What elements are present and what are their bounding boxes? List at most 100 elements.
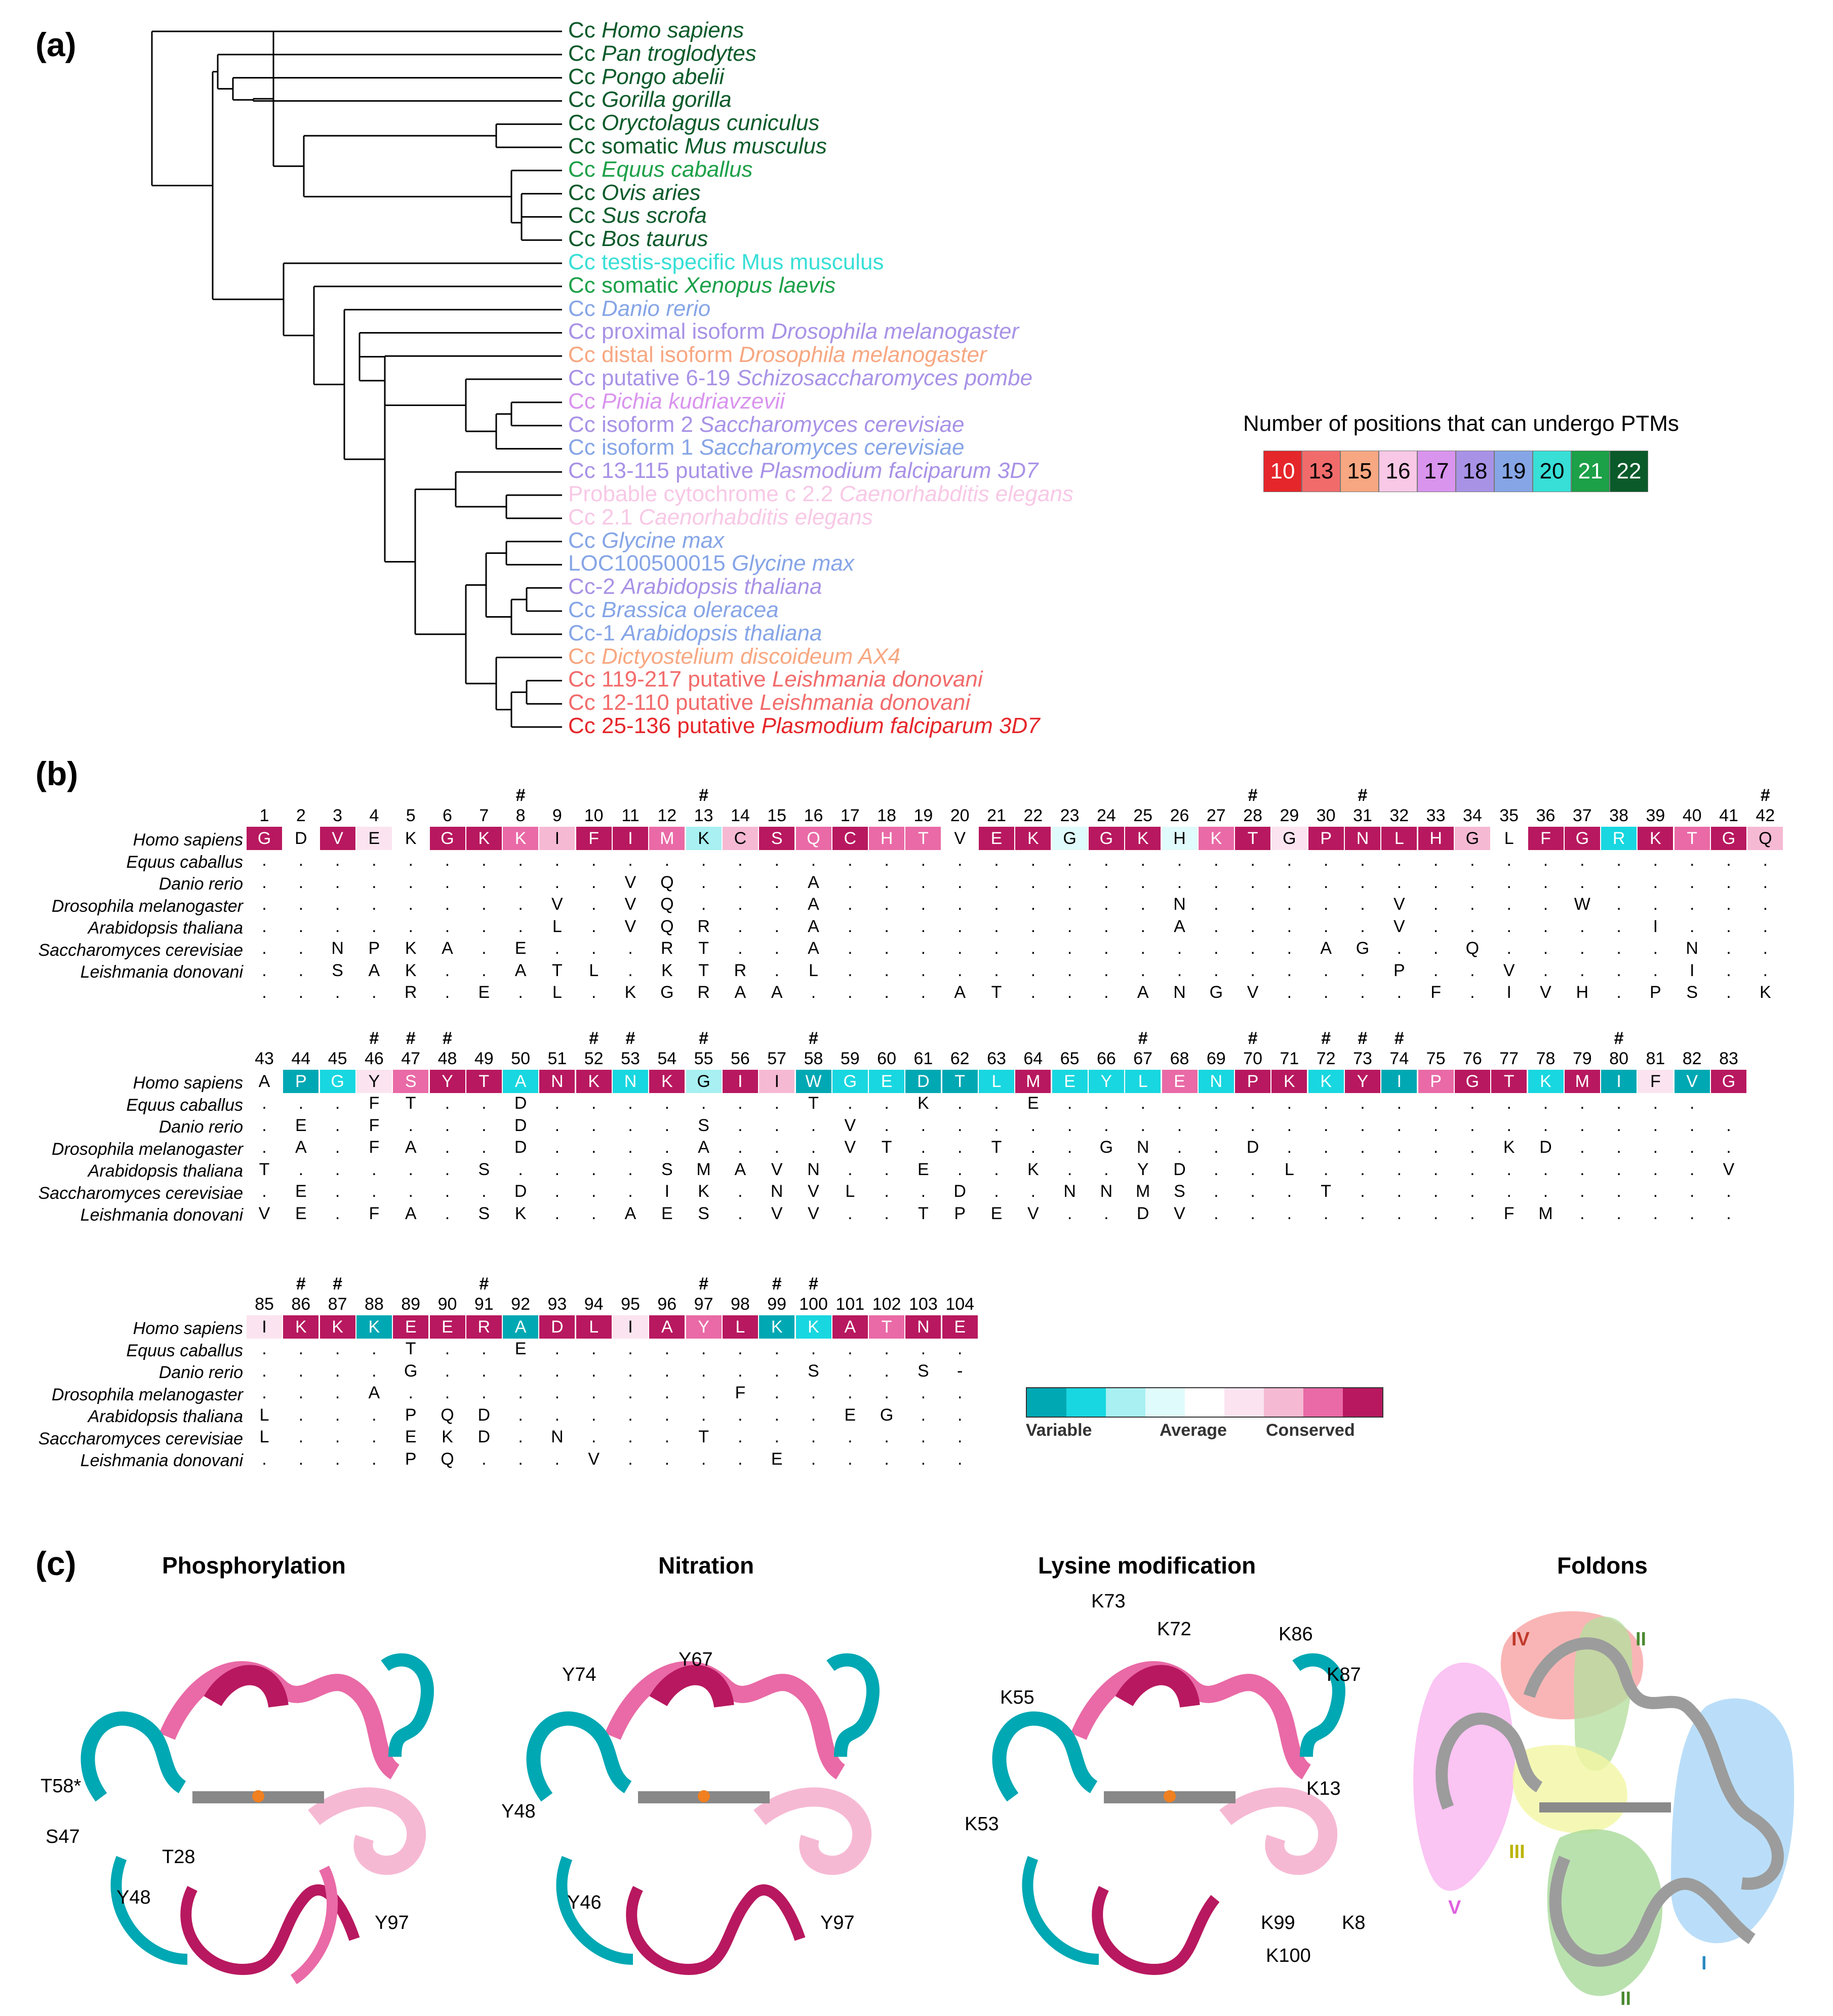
taxon-label: Cc Oryctolagus cuniculus — [568, 110, 820, 136]
variant-residue: . — [1067, 1203, 1072, 1223]
variant-residue: . — [1030, 1182, 1036, 1201]
variant-residue: . — [774, 916, 779, 936]
ptm-scale-cell: 17 — [1417, 451, 1456, 492]
residue-cell: R — [1601, 827, 1637, 850]
position-number: 100 — [799, 1295, 828, 1314]
variant-residue: . — [1397, 1159, 1402, 1179]
residue-cell: L — [1491, 827, 1527, 850]
variant-residue: . — [1030, 916, 1036, 936]
position-number: 91 — [474, 1295, 494, 1314]
variant-residue: . — [482, 1115, 487, 1135]
variant-residue: . — [1580, 1115, 1585, 1135]
position-number: 10 — [584, 806, 604, 825]
variant-residue: A — [514, 960, 527, 980]
position-number: 76 — [1462, 1049, 1482, 1068]
position-number: 83 — [1719, 1049, 1738, 1068]
position-number: 36 — [1536, 806, 1556, 825]
variant-residue: P — [954, 1203, 966, 1223]
variant-residue: Q — [441, 1405, 454, 1425]
variant-residue: . — [957, 1159, 963, 1179]
residue-cell: V — [1674, 1070, 1710, 1093]
variant-residue: . — [1030, 960, 1036, 980]
position-number: 85 — [255, 1295, 274, 1314]
variant-residue: . — [262, 1182, 267, 1201]
taxon-label: Cc putative 6-19 Schizosaccharomyces pom… — [568, 366, 1033, 390]
taxon-label: Cc distal isoform Drosophila melanogaste… — [568, 342, 987, 368]
residue-cell: C — [832, 827, 868, 850]
variant-residue: . — [738, 1182, 743, 1201]
variant-residue: . — [1543, 939, 1548, 958]
variant-residue: . — [848, 939, 853, 958]
variant-residue: . — [1104, 1094, 1109, 1113]
variant-residue: . — [262, 1115, 267, 1135]
alignment-species: Homo sapiens — [133, 1319, 243, 1338]
variant-residue: . — [884, 1094, 889, 1113]
variant-residue: . — [1214, 872, 1219, 892]
variant-residue: . — [1360, 872, 1365, 892]
position-number: 52 — [584, 1049, 604, 1068]
position-number: 96 — [657, 1295, 677, 1314]
variant-residue: . — [1689, 916, 1695, 936]
gradient-swatch — [1066, 1388, 1106, 1417]
variant-residue: . — [664, 1405, 670, 1425]
residue-cell: Q — [795, 827, 831, 850]
protein-ribbon-lys — [992, 1653, 1345, 1975]
position-number: 20 — [950, 806, 970, 825]
variant-residue: . — [1506, 872, 1511, 892]
variant-residue: . — [335, 1361, 340, 1381]
alignment-species: Danio rerio — [158, 1363, 243, 1382]
variant-residue: . — [628, 960, 633, 980]
variant-residue: . — [1323, 895, 1329, 914]
variant-residue: . — [701, 1449, 706, 1469]
panel-label-a: (a) — [35, 26, 76, 63]
variant-residue: . — [921, 851, 926, 870]
structure-lysine: K73 K72 K86 K87 K55 K53 K13 K99 K8 K100 — [965, 1591, 1365, 1975]
position-number: 46 — [364, 1049, 384, 1068]
variant-residue: . — [482, 872, 487, 892]
taxon-label: Cc Pichia kudriavzevii — [568, 388, 785, 414]
variant-residue: S — [478, 1203, 490, 1223]
variant-residue: . — [591, 1339, 596, 1358]
structure-foldons: IV II V III II I — [1413, 1611, 1795, 2009]
residue-cell: T — [1235, 827, 1271, 850]
variant-residue: . — [848, 895, 853, 914]
position-number: 73 — [1353, 1049, 1372, 1068]
position-number: 68 — [1170, 1049, 1189, 1068]
variant-residue: E — [295, 1203, 307, 1223]
position-number: 2 — [296, 806, 306, 825]
variant-residue: . — [445, 1361, 450, 1381]
position-number: 63 — [987, 1049, 1006, 1068]
variant-residue: N — [1173, 983, 1186, 1002]
alignment-species: Drosophila melanogaster — [52, 1385, 243, 1404]
variant-residue: . — [262, 895, 267, 914]
variant-residue: D — [1539, 1138, 1552, 1157]
variant-residue: A — [295, 1138, 307, 1157]
variant-residue: . — [1580, 916, 1585, 936]
variant-residue: . — [1726, 983, 1731, 1002]
position-number: 23 — [1060, 806, 1080, 825]
variant-residue: . — [811, 1115, 816, 1135]
variant-residue: . — [298, 1159, 304, 1179]
label-s47: S47 — [46, 1826, 80, 1847]
variant-residue: A — [368, 960, 380, 980]
variant-residue: L — [552, 983, 562, 1002]
variant-residue: . — [1104, 939, 1109, 958]
variant-residue: . — [372, 916, 377, 936]
variant-residue: T — [991, 1138, 1002, 1157]
variant-residue: . — [1726, 1115, 1731, 1135]
variant-residue: . — [994, 916, 999, 936]
residue-cell: K — [759, 1315, 795, 1339]
variant-residue: . — [1323, 1094, 1329, 1113]
ptm-scale-cell: 20 — [1533, 451, 1571, 492]
variant-residue: . — [884, 1203, 889, 1223]
variant-residue: A — [771, 983, 783, 1002]
position-number: 24 — [1096, 806, 1116, 825]
position-number: 43 — [255, 1049, 274, 1068]
residue-cell: K — [1528, 1070, 1564, 1093]
residue-cell: G — [686, 1070, 722, 1093]
residue-cell: I — [613, 827, 648, 850]
variant-residue: . — [1470, 1159, 1475, 1179]
position-number: 6 — [443, 806, 452, 825]
variant-residue: . — [884, 960, 889, 980]
